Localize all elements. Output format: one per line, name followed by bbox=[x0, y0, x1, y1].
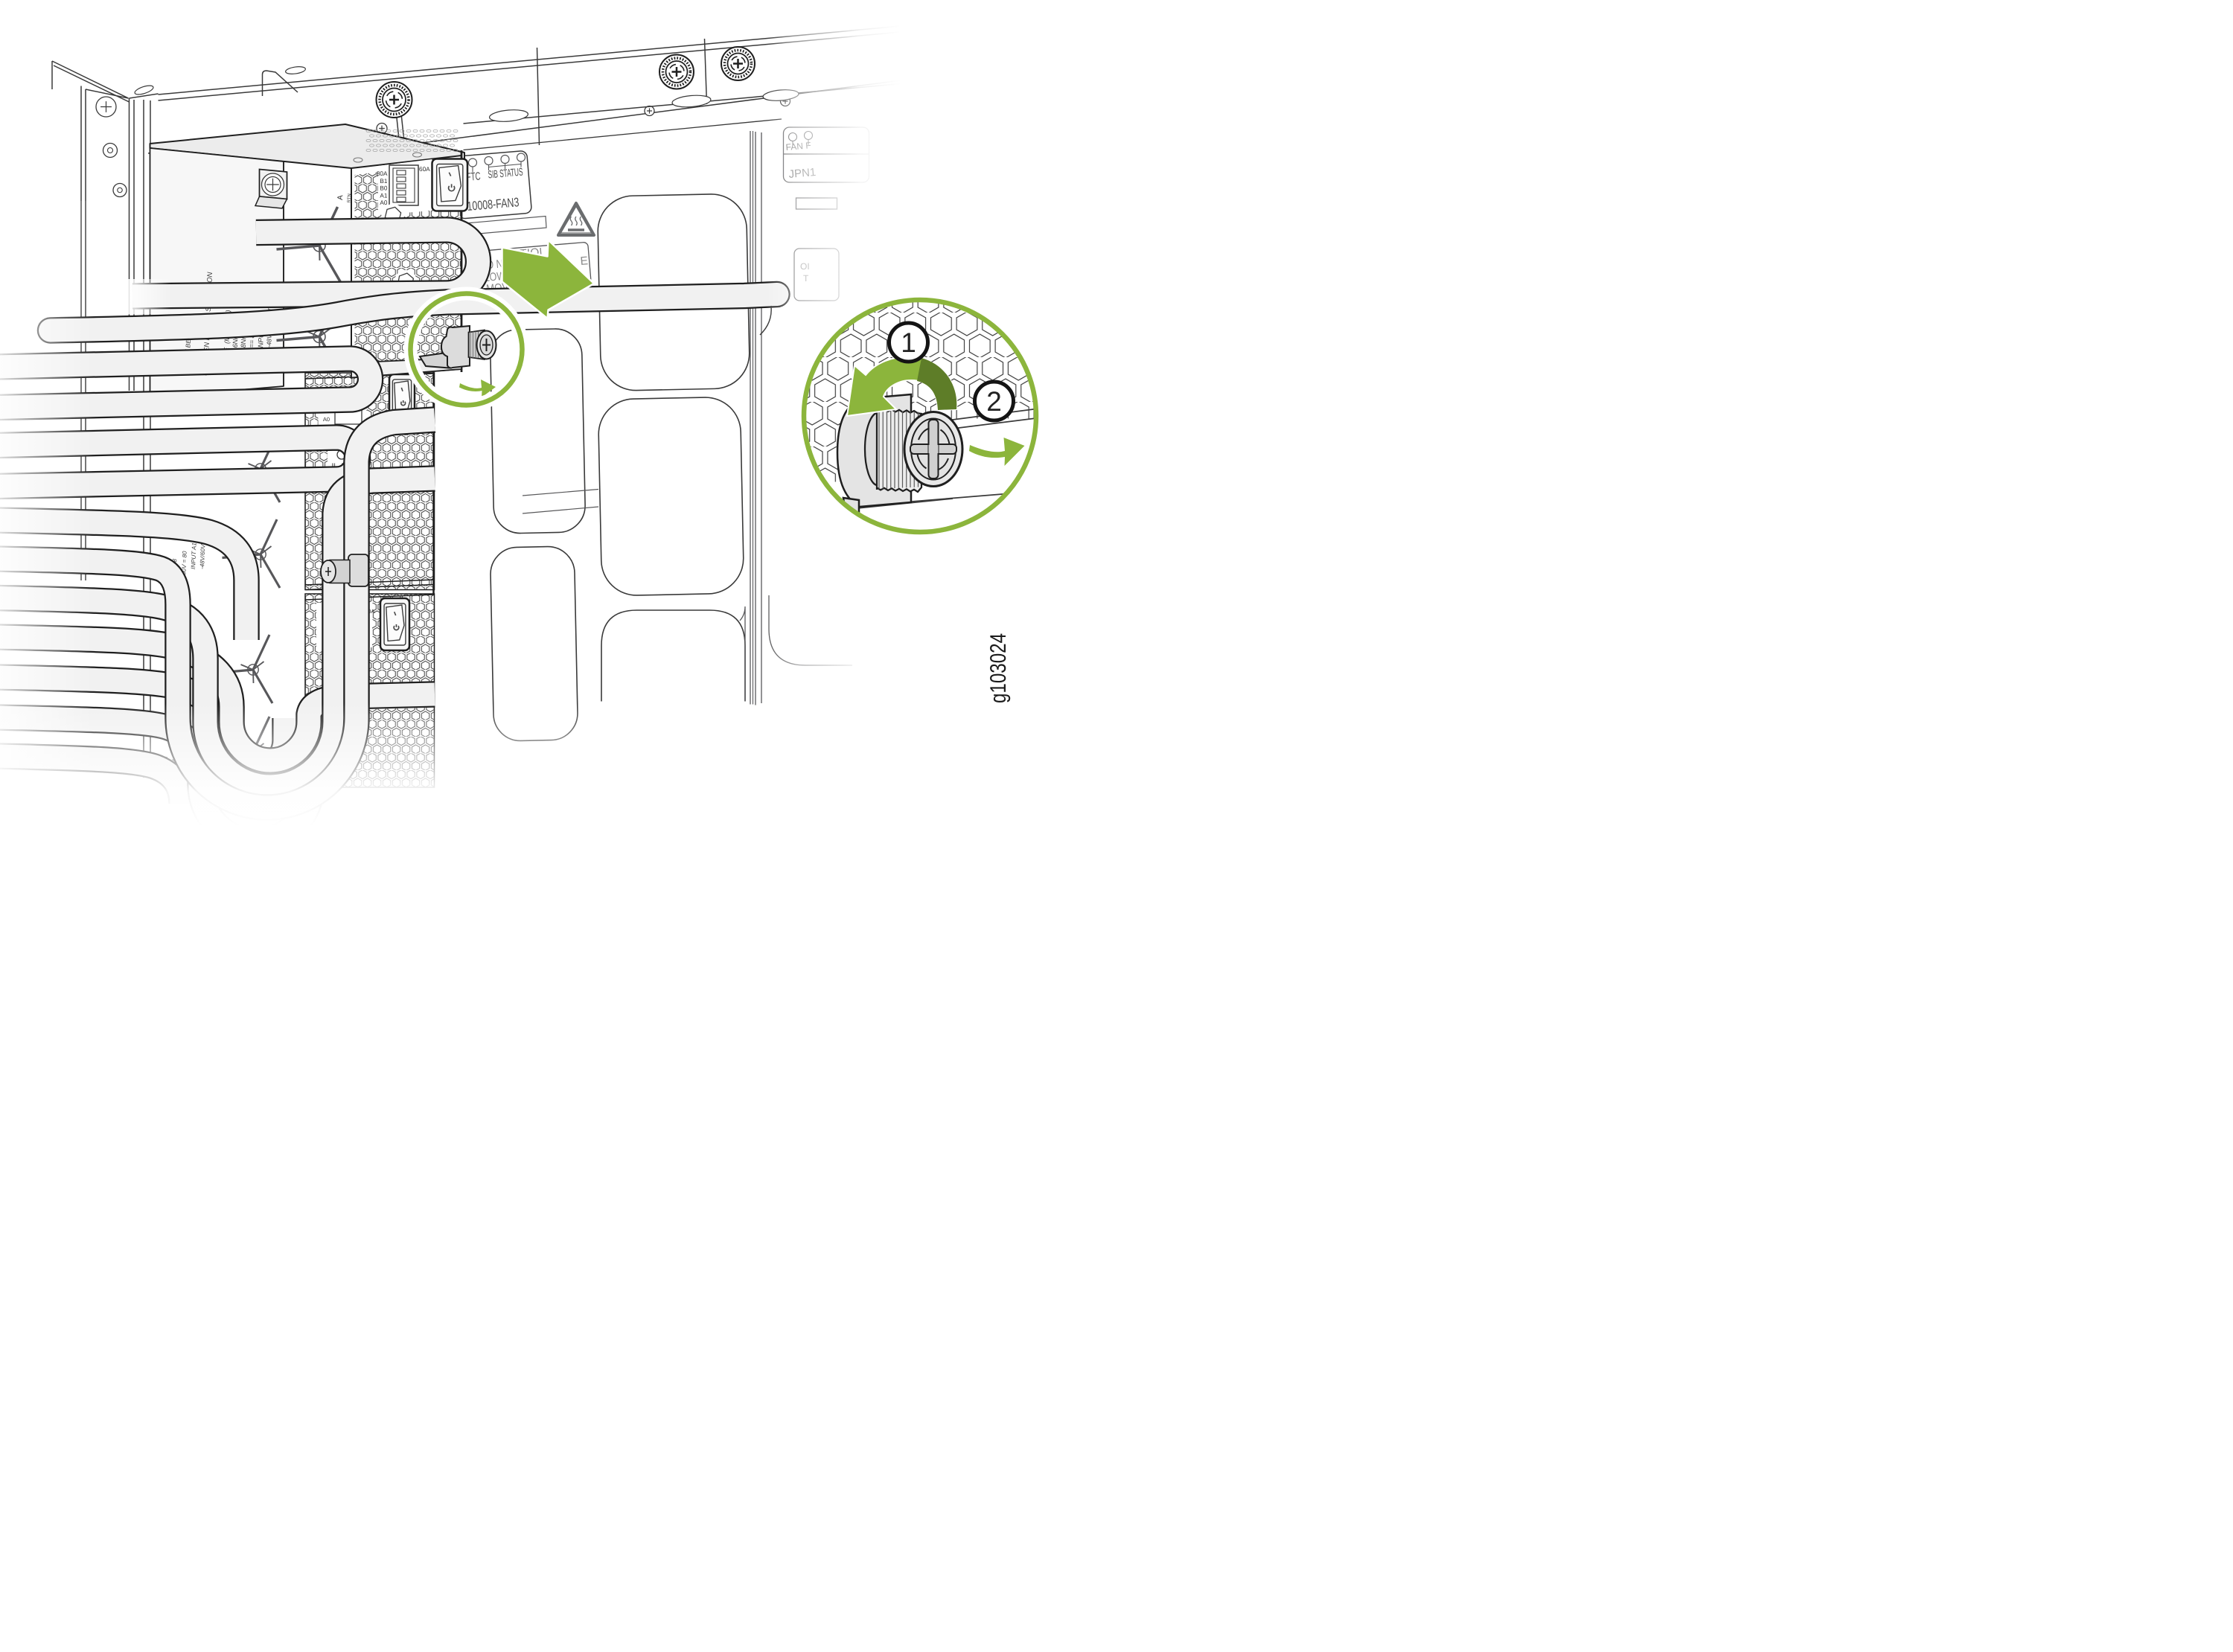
svg-text:FTC: FTC bbox=[466, 170, 481, 183]
svg-text:A0: A0 bbox=[323, 417, 330, 423]
svg-text:E: E bbox=[580, 254, 589, 267]
svg-text:RTN: RTN bbox=[346, 193, 352, 203]
svg-text:SIB STATUS: SIB STATUS bbox=[488, 166, 523, 181]
svg-text:A0: A0 bbox=[380, 199, 387, 206]
svg-text:-48V/60V: -48V/60V bbox=[199, 544, 207, 569]
svg-text:2: 2 bbox=[986, 386, 1002, 417]
svg-text:1: 1 bbox=[901, 327, 916, 359]
svg-text:B1: B1 bbox=[380, 178, 387, 185]
svg-text:A: A bbox=[336, 195, 345, 201]
svg-text://-60V = 80: //-60V = 80 bbox=[180, 551, 188, 580]
svg-text:T BE: T BE bbox=[185, 339, 192, 353]
svg-text:g103024: g103024 bbox=[985, 633, 1011, 703]
svg-text:60A: 60A bbox=[419, 166, 430, 173]
svg-text:A1: A1 bbox=[380, 192, 387, 199]
svg-text:B0: B0 bbox=[380, 185, 387, 192]
svg-text:INPUT A1: INPUT A1 bbox=[191, 542, 198, 569]
svg-text:80A: 80A bbox=[377, 170, 388, 177]
